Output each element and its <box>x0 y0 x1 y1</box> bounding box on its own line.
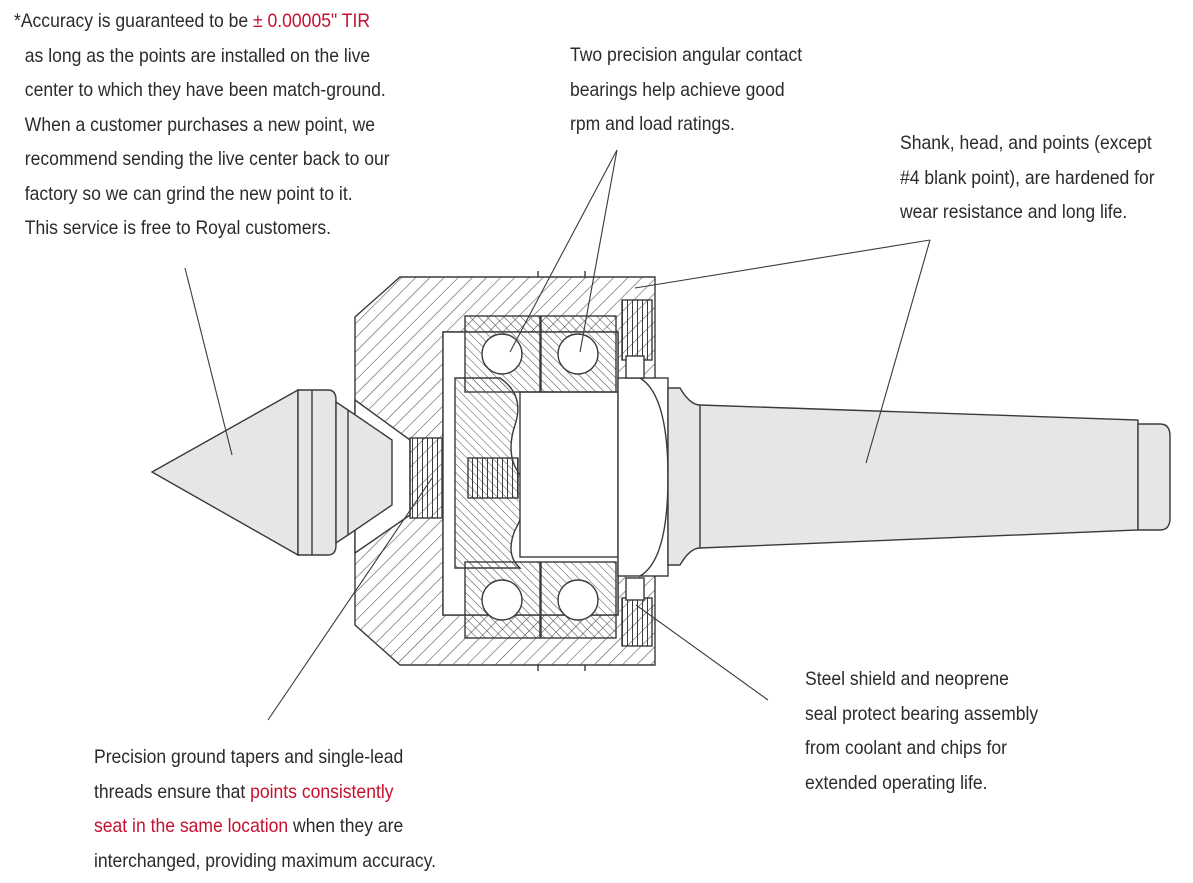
seal-line: seal protect bearing assembly <box>805 702 1039 725</box>
spindle-face <box>519 391 619 558</box>
tapers-highlight: seat in the same location <box>94 815 289 837</box>
front-thread <box>409 437 443 519</box>
leader-bearings-a <box>509 149 618 353</box>
leader-hardened-b <box>865 239 931 464</box>
accuracy-note: *Accuracy is guaranteed to be ± 0.00005"… <box>14 4 390 246</box>
upper-bearings <box>464 315 617 393</box>
shank <box>667 387 1171 566</box>
bearings-line: bearings help achieve good <box>570 78 785 101</box>
bearings-note: Two precision angular contact bearings h… <box>570 38 802 142</box>
accuracy-line: This service is free to Royal customers. <box>24 217 332 239</box>
tapers-line: Precision ground tapers and single-lead <box>94 746 404 768</box>
leader-bearings-b <box>579 149 618 353</box>
seal-ring <box>621 299 653 361</box>
seal-line: extended operating life. <box>805 771 988 794</box>
seal-note: Steel shield and neoprene seal protect b… <box>805 662 1038 800</box>
bearings-line: rpm and load ratings. <box>570 113 735 135</box>
bearing-ball <box>557 333 599 375</box>
bearing-ball <box>481 579 523 621</box>
accuracy-first-line: *Accuracy is guaranteed to be ± 0.00005"… <box>14 10 371 32</box>
hardened-note: Shank, head, and points (except #4 blank… <box>900 126 1155 230</box>
tapers-highlight: points consistently <box>250 780 394 803</box>
hardened-line: wear resistance and long life. <box>900 201 1128 223</box>
spindle-thread <box>467 457 519 499</box>
leader-seal <box>635 604 769 701</box>
leader-accuracy <box>184 267 233 456</box>
accuracy-line: recommend sending the live center back t… <box>24 148 390 170</box>
seal-line: Steel shield and neoprene <box>805 668 1009 690</box>
accuracy-line: center to which they have been match-gro… <box>24 79 386 101</box>
accuracy-line: When a customer purchases a new point, w… <box>24 113 376 136</box>
tapers-note: Precision ground tapers and single-lead … <box>94 740 436 878</box>
tapers-line: interchanged, providing maximum accuracy… <box>94 849 437 872</box>
tapers-line: seat in the same location when they are <box>94 815 404 837</box>
lower-bearings <box>464 561 617 639</box>
accuracy-line: as long as the points are installed on t… <box>24 44 371 67</box>
bearings-line: Two precision angular contact <box>570 44 803 66</box>
hardened-line: #4 blank point), are hardened for <box>900 166 1155 189</box>
accuracy-tolerance: ± 0.00005" TIR <box>253 10 371 32</box>
shield <box>625 577 645 601</box>
hardened-line: Shank, head, and points (except <box>900 132 1152 154</box>
center-point <box>150 388 393 557</box>
accuracy-line: factory so we can grind the new point to… <box>24 182 353 205</box>
tapers-line: threads ensure that points consistently <box>94 780 394 803</box>
housing-notch <box>537 271 586 277</box>
bearing-ball <box>557 579 599 621</box>
housing-notch <box>537 665 586 671</box>
bearing-ball <box>481 333 523 375</box>
seal-line: from coolant and chips for <box>805 737 1007 759</box>
leader-tapers <box>267 477 433 721</box>
leader-hardened-a <box>634 239 931 289</box>
shield <box>625 355 645 379</box>
leader-lines <box>184 149 931 721</box>
